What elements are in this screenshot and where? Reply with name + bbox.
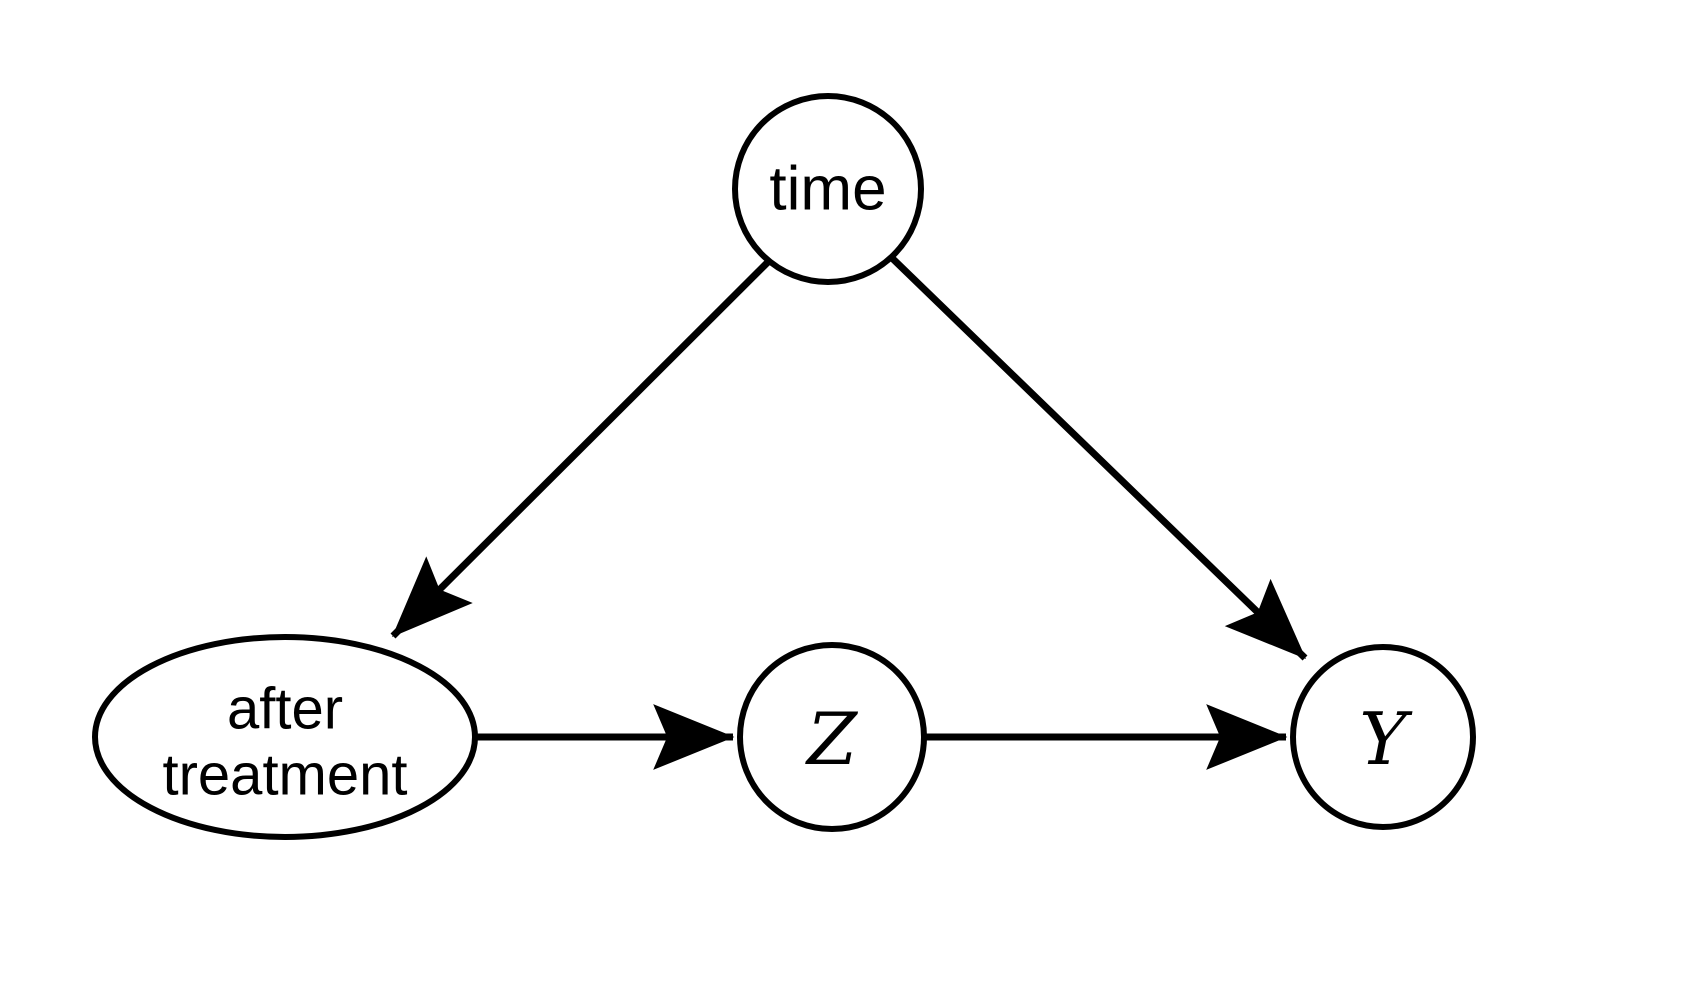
edge-time-to-after-treatment	[390, 259, 771, 639]
node-time-circle[interactable]	[732, 93, 924, 285]
node-after-treatment-label-line1: after	[227, 677, 343, 742]
node-Y-label: Y	[1359, 697, 1413, 781]
node-time-label: time	[769, 155, 886, 224]
node-Z[interactable]: Z	[737, 642, 927, 832]
node-after-treatment-label-line2: treatment	[163, 743, 408, 808]
edge-time-to-Y	[890, 256, 1308, 661]
node-after-treatment[interactable]: after treatment	[92, 634, 478, 840]
node-time[interactable]: time	[732, 93, 924, 285]
edges-group	[390, 256, 1308, 770]
node-Z-circle[interactable]	[737, 642, 927, 832]
node-Y[interactable]: Y	[1290, 644, 1476, 830]
node-after-treatment-ellipse[interactable]	[92, 634, 478, 840]
node-Z-label: Z	[805, 697, 859, 781]
node-Y-circle[interactable]	[1290, 644, 1476, 830]
